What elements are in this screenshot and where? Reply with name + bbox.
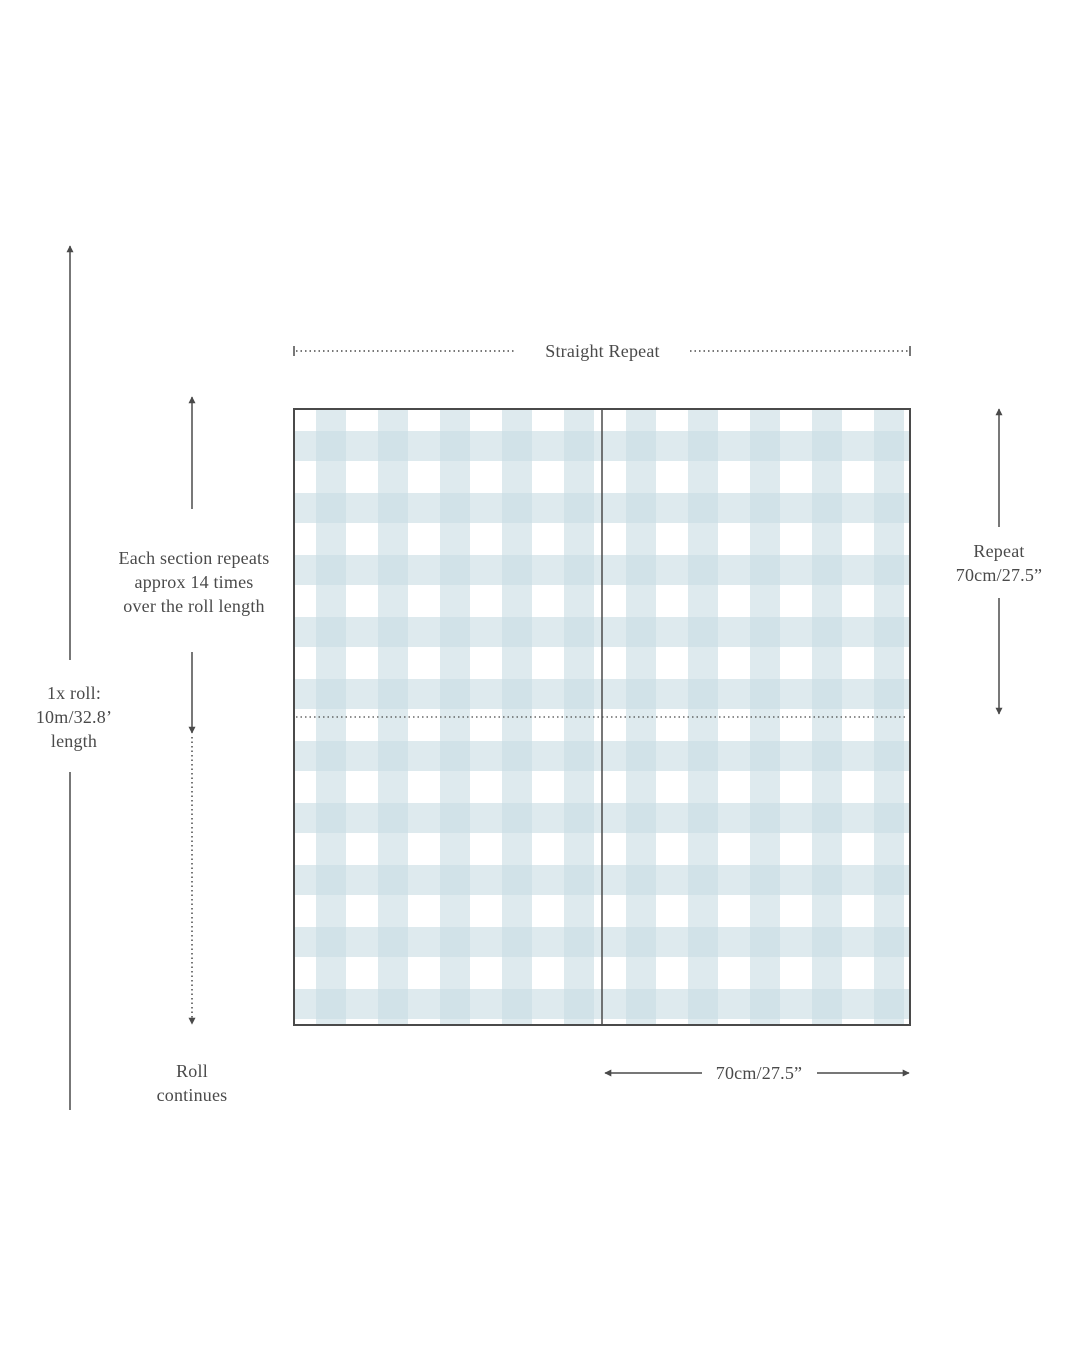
repeat-line-1: Repeat [973,541,1025,561]
roll-continues-line-1: Roll [176,1061,208,1081]
section-repeats-label: Each section repeats approx 14 times ove… [94,546,294,618]
width-label: 70cm/27.5” [715,1063,803,1083]
straight-repeat-label: Straight Repeat [545,341,660,361]
roll-length-line-2: 10m/32.8’ [35,707,113,727]
repeat-line-2: 70cm/27.5” [955,565,1043,585]
roll-continues-label: Roll continues [132,1059,252,1107]
straight-repeat-dimension [293,346,911,356]
section-repeats-line-1: Each section repeats [118,548,270,568]
section-repeats-line-3: over the roll length [123,596,265,616]
section-repeats-line-2: approx 14 times [134,572,254,592]
roll-length-line-3: length [50,731,98,751]
roll-continues-line-2: continues [156,1085,228,1105]
roll-length-line-1: 1x roll: [46,683,102,703]
repeat-label: Repeat 70cm/27.5” [939,539,1059,587]
roll-length-label: 1x roll: 10m/32.8’ length [14,681,134,753]
gingham-sample [293,408,911,1026]
